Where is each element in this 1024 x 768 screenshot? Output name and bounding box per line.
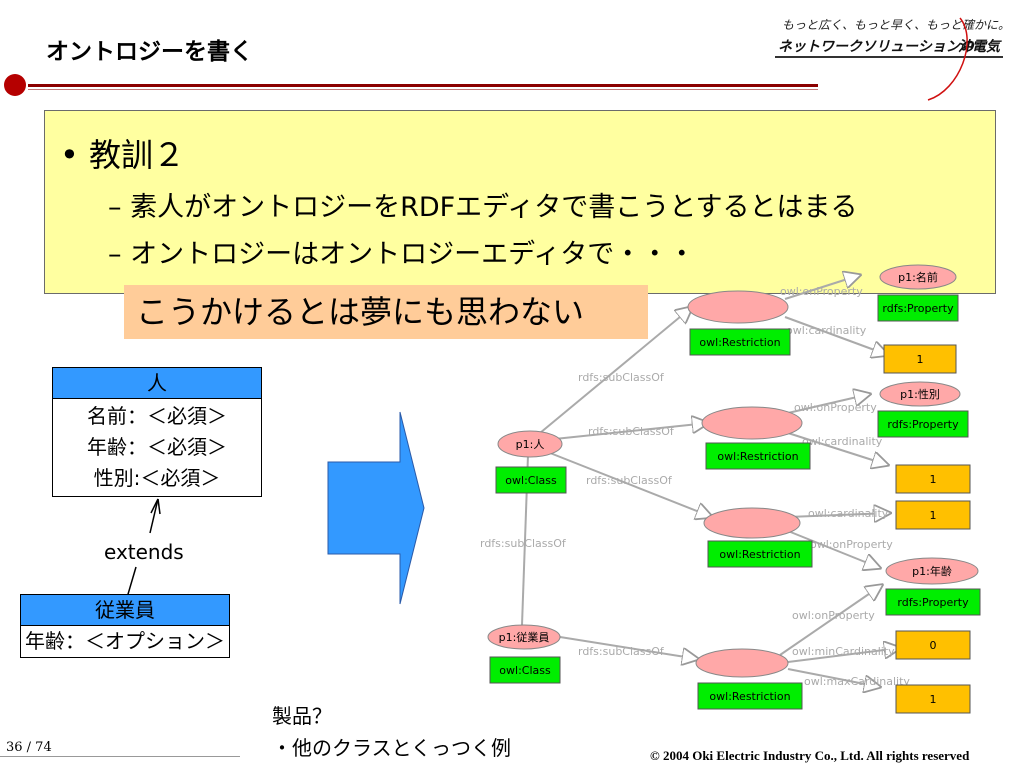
node-max-cardinality-value (895, 684, 971, 714)
node-owl-class-label: owl:Class (499, 664, 551, 677)
lesson-box (44, 110, 996, 294)
node-rdfs-property-label: rdfs:Property (882, 302, 954, 315)
node-rdfs-property (877, 294, 959, 322)
node-prop-gender (879, 381, 961, 407)
lesson-heading: • 教訓２ (60, 136, 186, 174)
node-person (497, 430, 563, 458)
node-cardinality-value-label: 1 (930, 509, 937, 522)
node-owl-restriction-label: owl:Restriction (709, 690, 790, 703)
edge-label: owl:onProperty (792, 609, 875, 622)
lesson-point-1: – 素人がオントロジーをRDFエディタで書こうとするとはまる (108, 192, 858, 223)
node-owl-restriction (697, 682, 803, 710)
lesson-point-2: – オントロジーはオントロジーエディタで・・・ (108, 239, 696, 270)
rdf-edges (521, 275, 900, 687)
edge-label: rdfs:subClassOf (578, 371, 665, 384)
node-restriction (701, 406, 803, 440)
uml-class-person-name: 人 (53, 368, 261, 399)
node-owl-restriction-label: owl:Restriction (719, 548, 800, 561)
product-note: 製品？ ・他のクラスとくっつく例 (272, 700, 511, 764)
edge-label: rdfs:subClassOf (586, 474, 673, 487)
uml-attr-age-optional: 年齢：＜オプション＞ (25, 629, 225, 653)
uml-class-employee-name: 従業員 (21, 595, 229, 626)
brand-swoosh-icon (927, 17, 968, 101)
node-owl-class (489, 656, 561, 684)
node-owl-class-label: owl:Class (505, 474, 557, 487)
edge-label: owl:maxCardinality (804, 675, 910, 688)
edge-label: rdfs:subClassOf (588, 425, 675, 438)
node-prop-name (879, 264, 957, 290)
node-rdfs-property (877, 410, 969, 438)
edge-label: owl:cardinality (786, 324, 867, 337)
page-number: 36 / 74 (6, 740, 52, 755)
node-owl-restriction-label: owl:Restriction (717, 450, 798, 463)
title-rule (28, 84, 818, 87)
node-prop-name-label: p1:名前 (898, 270, 938, 284)
node-min-cardinality-value (895, 630, 971, 660)
node-rdfs-property (885, 588, 981, 616)
node-cardinality-value (895, 500, 971, 530)
node-employee (487, 624, 561, 650)
brand-tagline: もっと広く、もっと早く、もっと確かに。 (782, 18, 1011, 32)
node-employee-label: p1:従業員 (499, 631, 550, 644)
node-owl-restriction (689, 328, 791, 356)
rdf-edge-labels: rdfs:subClassOf rdfs:subClassOf rdfs:sub… (480, 285, 910, 688)
uml-class-employee: 従業員 年齢：＜オプション＞ (20, 594, 230, 658)
slide-title: オントロジーを書く (46, 39, 253, 65)
edge-label: owl:onProperty (780, 285, 863, 298)
footer-rule (0, 756, 240, 757)
edge-label: rdfs:subClassOf (480, 537, 567, 550)
brand-rule (775, 56, 1003, 58)
brand-name: ネットワークソリューションの (778, 39, 974, 55)
node-prop-age-label: p1:年齢 (912, 564, 952, 578)
edge-label: owl:onProperty (794, 401, 877, 414)
edge-label: owl:onProperty (810, 538, 893, 551)
node-owl-restriction (705, 442, 811, 470)
node-person-label: p1:人 (516, 438, 545, 451)
extends-label: extends (104, 540, 184, 564)
copyright: © 2004 Oki Electric Industry Co., Ltd. A… (650, 748, 970, 763)
transform-arrow-icon (327, 411, 425, 605)
brand-company: 沖電気 (958, 39, 1000, 55)
edge-label: owl:minCardinality (792, 645, 895, 658)
node-prop-age (885, 557, 979, 585)
node-rdfs-property-label: rdfs:Property (897, 596, 969, 609)
node-rdfs-property-label: rdfs:Property (887, 418, 959, 431)
uml-attr-age: 年齢：＜必須＞ (87, 435, 227, 459)
title-bullet-icon (4, 74, 26, 96)
node-prop-gender-label: p1:性別 (900, 387, 940, 401)
product-note-line2: ・他のクラスとくっつく例 (272, 736, 511, 760)
node-owl-restriction (707, 540, 813, 568)
edge-label: rdfs:subClassOf (578, 645, 665, 658)
node-restriction (687, 290, 789, 324)
node-cardinality-value-label: 1 (930, 473, 937, 486)
node-owl-restriction-label: owl:Restriction (699, 336, 780, 349)
edge-label: owl:cardinality (802, 435, 883, 448)
node-cardinality-value (883, 344, 957, 374)
node-max-cardinality-value-label: 1 (930, 693, 937, 706)
title-rule-thin (28, 89, 818, 90)
callout-box: こうかけるとは夢にも思わない (124, 285, 648, 339)
uml-class-person: 人 名前：＜必須＞ 年齢：＜必須＞ 性別:＜必須＞ (52, 367, 262, 497)
node-min-cardinality-value-label: 0 (930, 639, 937, 652)
uml-attr-name: 名前：＜必須＞ (87, 404, 227, 428)
node-restriction (703, 507, 801, 539)
product-note-line1: 製品？ (272, 704, 332, 728)
node-cardinality-value-label: 1 (917, 353, 924, 366)
edge-label: owl:cardinality (808, 507, 889, 520)
uml-attr-gender: 性別:＜必須＞ (93, 466, 221, 490)
node-restriction (695, 648, 789, 678)
node-cardinality-value (895, 464, 971, 494)
node-owl-class (495, 466, 567, 494)
rdf-graph: rdfs:subClassOf rdfs:subClassOf rdfs:sub… (480, 264, 981, 714)
